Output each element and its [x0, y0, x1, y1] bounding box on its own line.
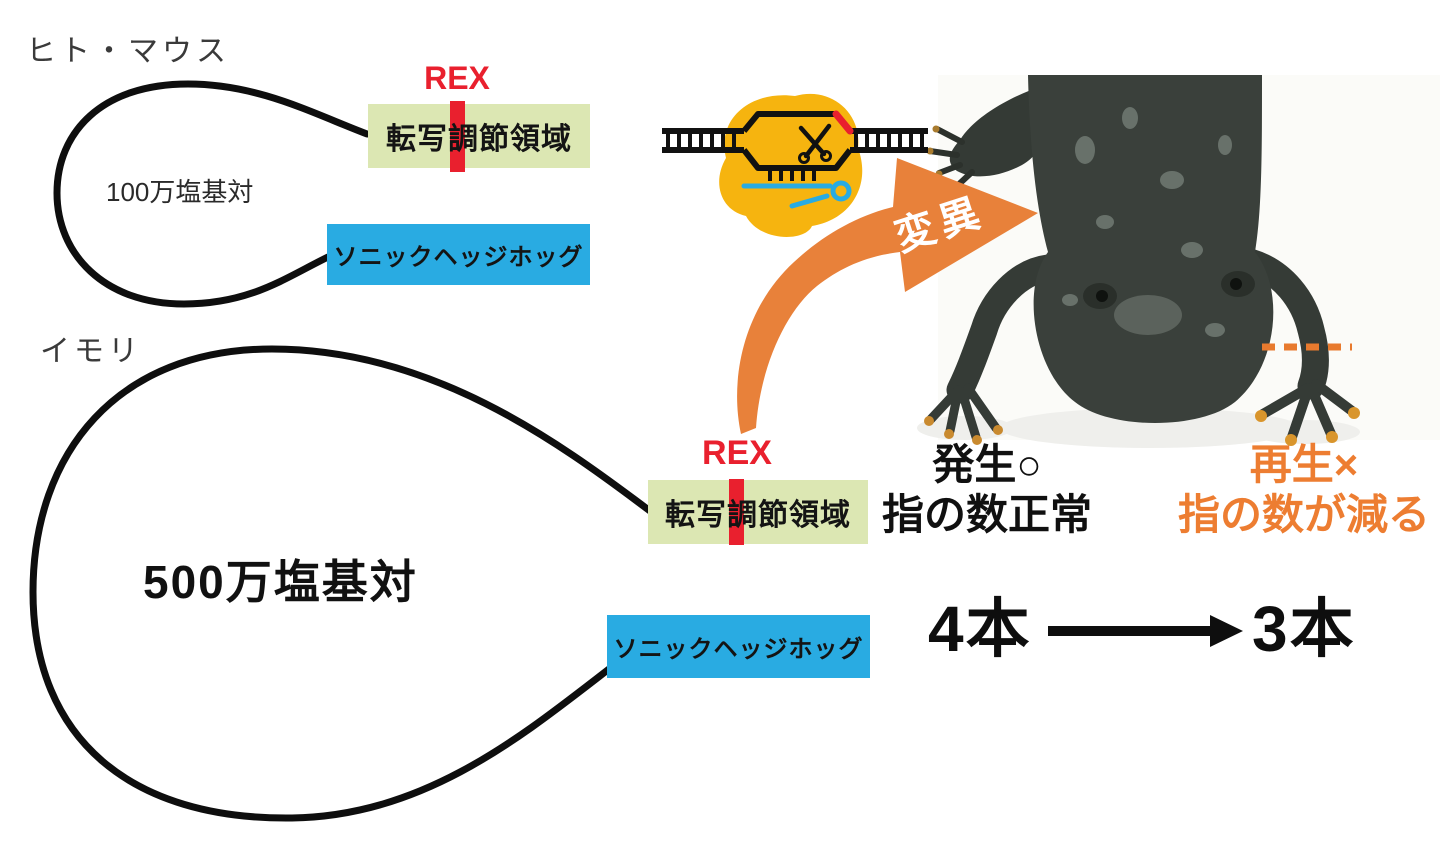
enhancer-box-newt-label: 転写調節領域: [665, 499, 851, 532]
shh-gene-box-human: ソニックヘッジホッグ: [327, 224, 590, 285]
rex-red-bar-human: [450, 101, 465, 172]
mutation-arrow: [737, 158, 1038, 434]
digit-count-arrow: [1048, 615, 1243, 647]
dna-cut-site-red-segment: [832, 110, 854, 135]
enhancer-box-newt: 転写調節領域: [648, 479, 868, 545]
crispr-illustration: [662, 93, 928, 237]
development-detail: 指の数正常: [881, 490, 1092, 538]
newt-body: [1028, 75, 1274, 423]
rex-label-newt: REX: [702, 434, 772, 472]
newt-left-leg: [924, 254, 1062, 445]
genome-loop-newt: [29, 345, 654, 822]
genome-loop-human-mouse: [53, 80, 371, 308]
guide-rna-icon: [741, 180, 852, 209]
development-result: 発生○ 指の数正常: [872, 440, 1102, 539]
newt-distance-label: 500万塩基対: [143, 556, 418, 608]
digit-count-before: 4本: [928, 593, 1032, 665]
scissors-icon: [798, 123, 832, 164]
regeneration-result: 再生× 指の数が減る: [1172, 440, 1436, 539]
human-mouse-label: ヒト・マウス: [26, 35, 230, 68]
enhancer-box-human-label: 転写調節領域: [386, 123, 572, 156]
rex-red-bar-newt: [729, 479, 744, 545]
enhancer-box-human: 転写調節領域: [368, 101, 590, 172]
human-mouse-distance-label: 100万塩基対: [106, 177, 254, 207]
rex-label-human: REX: [424, 60, 490, 96]
shh-gene-box-newt-label: ソニックヘッジホッグ: [613, 636, 864, 663]
newt-right-leg: [1236, 248, 1360, 446]
shh-gene-box-human-label: ソニックヘッジホッグ: [333, 244, 584, 271]
dna-ladder-icon: [662, 111, 928, 181]
shh-gene-box-newt: ソニックヘッジホッグ: [607, 615, 870, 678]
newt-photo: [917, 75, 1440, 448]
newt-upper-arm: [926, 85, 1049, 191]
development-status: 発生○: [932, 441, 1042, 488]
digit-count-after: 3本: [1252, 593, 1356, 665]
newt-label: イモリ: [40, 335, 142, 368]
regeneration-status: 再生×: [1249, 441, 1359, 488]
newt-eyes: [1083, 271, 1255, 309]
regeneration-detail: 指の数が減る: [1177, 490, 1430, 538]
newt-skin-mottling: [1062, 107, 1232, 337]
